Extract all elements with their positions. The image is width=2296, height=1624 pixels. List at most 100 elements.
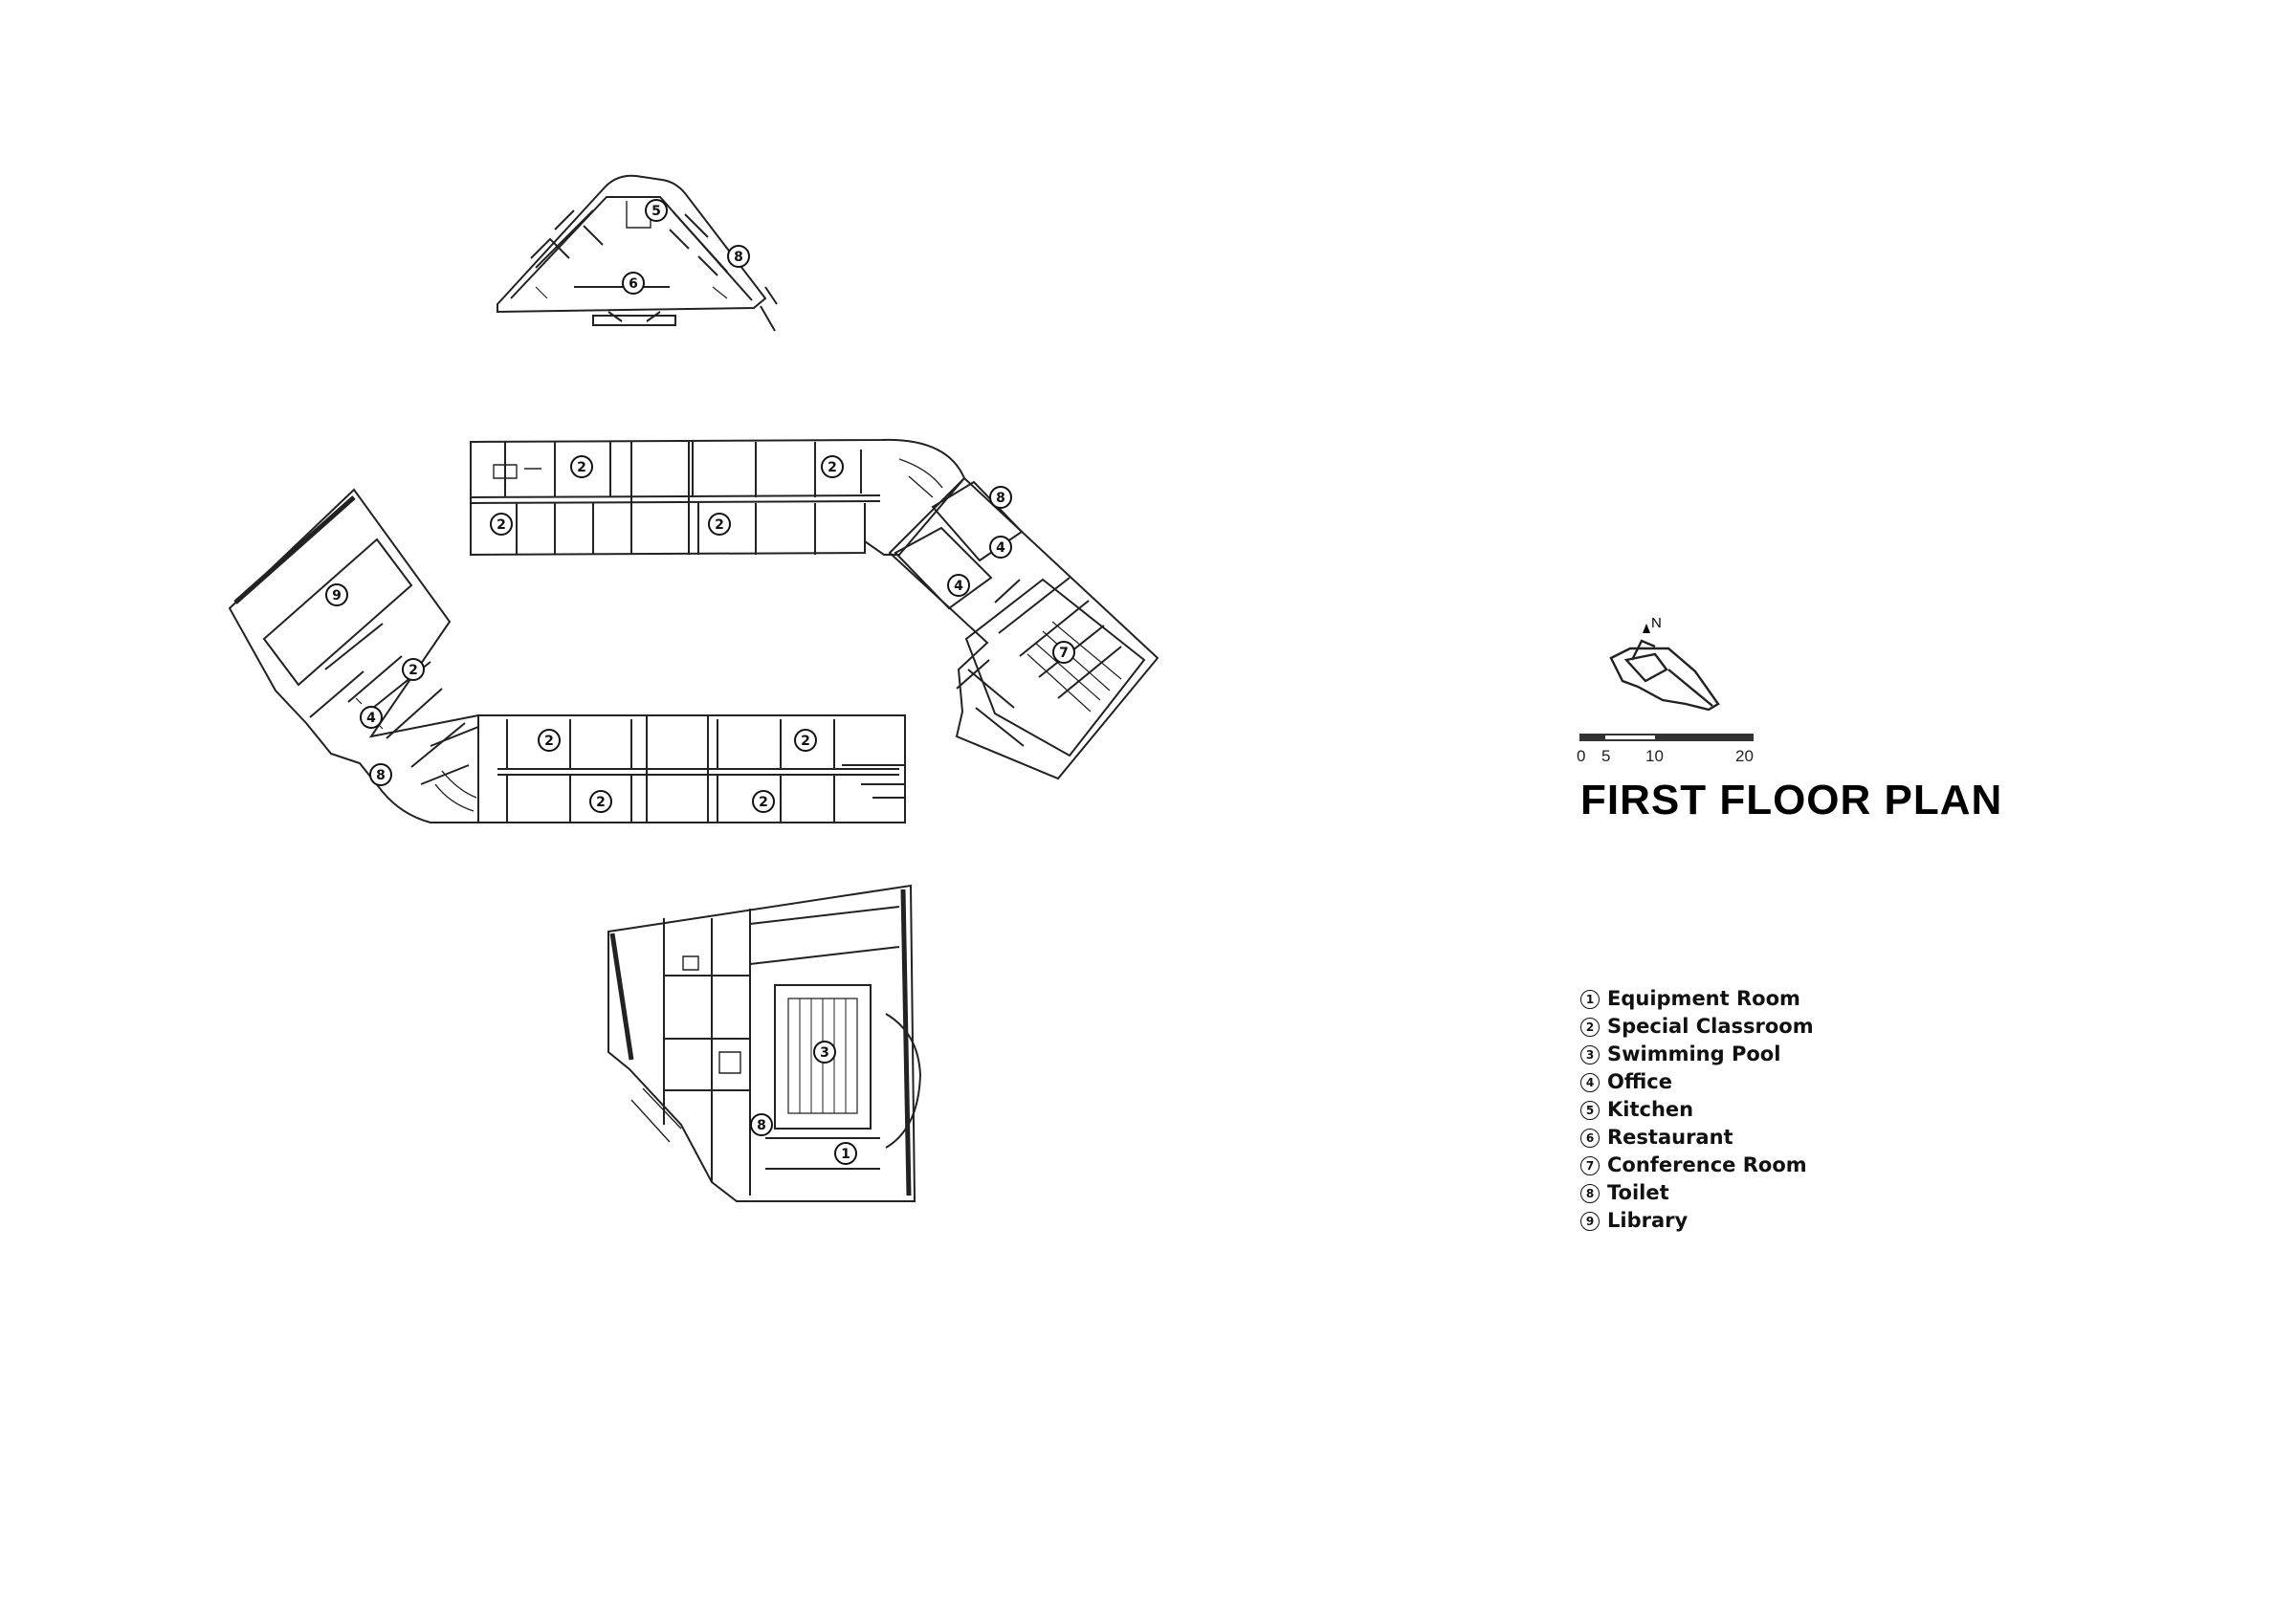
room-marker-2: 2 <box>402 658 425 681</box>
room-marker-circle <box>369 763 392 786</box>
room-marker-2: 2 <box>490 513 513 536</box>
room-marker-2: 2 <box>794 729 817 752</box>
right-wing <box>888 476 1159 780</box>
room-marker-circle <box>325 583 348 606</box>
room-marker-label: 2 <box>544 734 554 749</box>
room-marker-label: 8 <box>376 768 386 783</box>
room-marker-circle <box>989 536 1012 559</box>
legend-label: Conference Room <box>1607 1153 1807 1176</box>
legend-item: 5 Kitchen <box>1580 1096 1814 1124</box>
room-marker-label: 5 <box>651 204 661 219</box>
legend-label: Office <box>1607 1070 1672 1093</box>
room-marker-2: 2 <box>752 790 775 813</box>
room-marker-circle <box>402 658 425 681</box>
room-marker-label: 2 <box>596 795 606 810</box>
room-marker-circle <box>1052 641 1075 664</box>
room-marker-label: 3 <box>820 1045 829 1061</box>
room-marker-6: 6 <box>622 272 645 295</box>
lower-classroom-wing <box>477 714 906 823</box>
legend-number: 2 <box>1580 1017 1600 1037</box>
north-label: N <box>1651 615 1662 631</box>
upper-classroom-wing <box>470 438 966 557</box>
room-marker-2: 2 <box>538 729 561 752</box>
room-marker-2: 2 <box>821 455 844 478</box>
room-marker-label: 2 <box>801 734 810 749</box>
legend-number: 9 <box>1580 1211 1600 1231</box>
room-marker-circle <box>490 513 513 536</box>
room-marker-circle <box>538 729 561 752</box>
legend-label: Library <box>1607 1209 1689 1232</box>
room-marker-label: 4 <box>954 579 963 594</box>
room-marker-circle <box>589 790 612 813</box>
room-marker-label: 8 <box>996 491 1005 506</box>
room-marker-circle <box>727 245 750 268</box>
room-marker-circle <box>645 199 668 222</box>
room-marker-circle <box>750 1113 773 1136</box>
key-plan-diagram <box>1609 639 1720 712</box>
room-marker-8: 8 <box>369 763 392 786</box>
room-marker-label: 2 <box>828 460 837 475</box>
legend-label: Restaurant <box>1607 1126 1733 1149</box>
legend-label: Swimming Pool <box>1607 1042 1781 1065</box>
plan-title: FIRST FLOOR PLAN <box>1580 777 2003 823</box>
room-marker-8: 8 <box>727 245 750 268</box>
room-marker-circle <box>821 455 844 478</box>
legend-label: Kitchen <box>1607 1098 1694 1121</box>
room-marker-label: 2 <box>577 460 586 475</box>
room-marker-7: 7 <box>1052 641 1075 664</box>
legend-number: 5 <box>1580 1100 1600 1120</box>
legend-label: Special Classroom <box>1607 1015 1814 1038</box>
room-marker-2: 2 <box>708 513 731 536</box>
legend-number: 3 <box>1580 1044 1600 1064</box>
legend-item: 2 Special Classroom <box>1580 1013 1814 1041</box>
room-marker-5: 5 <box>645 199 668 222</box>
room-marker-label: 4 <box>996 540 1005 556</box>
room-marker-4: 4 <box>947 574 970 597</box>
restaurant-building <box>497 174 778 332</box>
room-marker-circle <box>570 455 593 478</box>
north-arrow-icon <box>1643 624 1650 633</box>
room-marker-8: 8 <box>750 1113 773 1136</box>
room-marker-1: 1 <box>834 1142 857 1165</box>
legend-number: 8 <box>1580 1183 1600 1203</box>
room-marker-label: 1 <box>841 1147 850 1162</box>
legend-label: Equipment Room <box>1607 987 1800 1010</box>
room-marker-circle <box>794 729 817 752</box>
room-marker-8: 8 <box>989 486 1012 509</box>
room-marker-label: 8 <box>757 1118 766 1133</box>
room-marker-label: 2 <box>759 795 768 810</box>
legend-item: 1 Equipment Room <box>1580 985 1814 1013</box>
room-marker-4: 4 <box>360 706 383 729</box>
legend-number: 4 <box>1580 1072 1600 1092</box>
legend-item: 3 Swimming Pool <box>1580 1041 1814 1068</box>
room-marker-circle <box>752 790 775 813</box>
room-marker-circle <box>834 1142 857 1165</box>
legend-number: 6 <box>1580 1128 1600 1148</box>
legend-item: 9 Library <box>1580 1207 1814 1235</box>
room-marker-label: 2 <box>408 663 418 678</box>
room-marker-label: 2 <box>715 517 724 533</box>
scale-tick-5: 5 <box>1601 747 1611 765</box>
scale-bar <box>1579 734 1754 741</box>
legend-number: 1 <box>1580 989 1600 1009</box>
room-marker-label: 6 <box>629 276 638 292</box>
room-marker-circle <box>947 574 970 597</box>
scale-tick-0: 0 <box>1577 747 1586 765</box>
room-marker-circle <box>622 272 645 295</box>
room-marker-label: 2 <box>497 517 506 533</box>
room-marker-circle <box>989 486 1012 509</box>
room-legend: 1 Equipment Room 2 Special Classroom 3 Swim… <box>1580 985 1814 1235</box>
room-marker-circle <box>813 1041 836 1064</box>
room-marker-label: 4 <box>366 711 376 726</box>
room-marker-2: 2 <box>589 790 612 813</box>
room-marker-circle <box>708 513 731 536</box>
scale-tick-20: 20 <box>1735 747 1754 765</box>
scale-tick-10: 10 <box>1645 747 1664 765</box>
room-marker-circle <box>360 706 383 729</box>
library-wing <box>228 488 479 823</box>
legend-item: 6 Restaurant <box>1580 1124 1814 1152</box>
